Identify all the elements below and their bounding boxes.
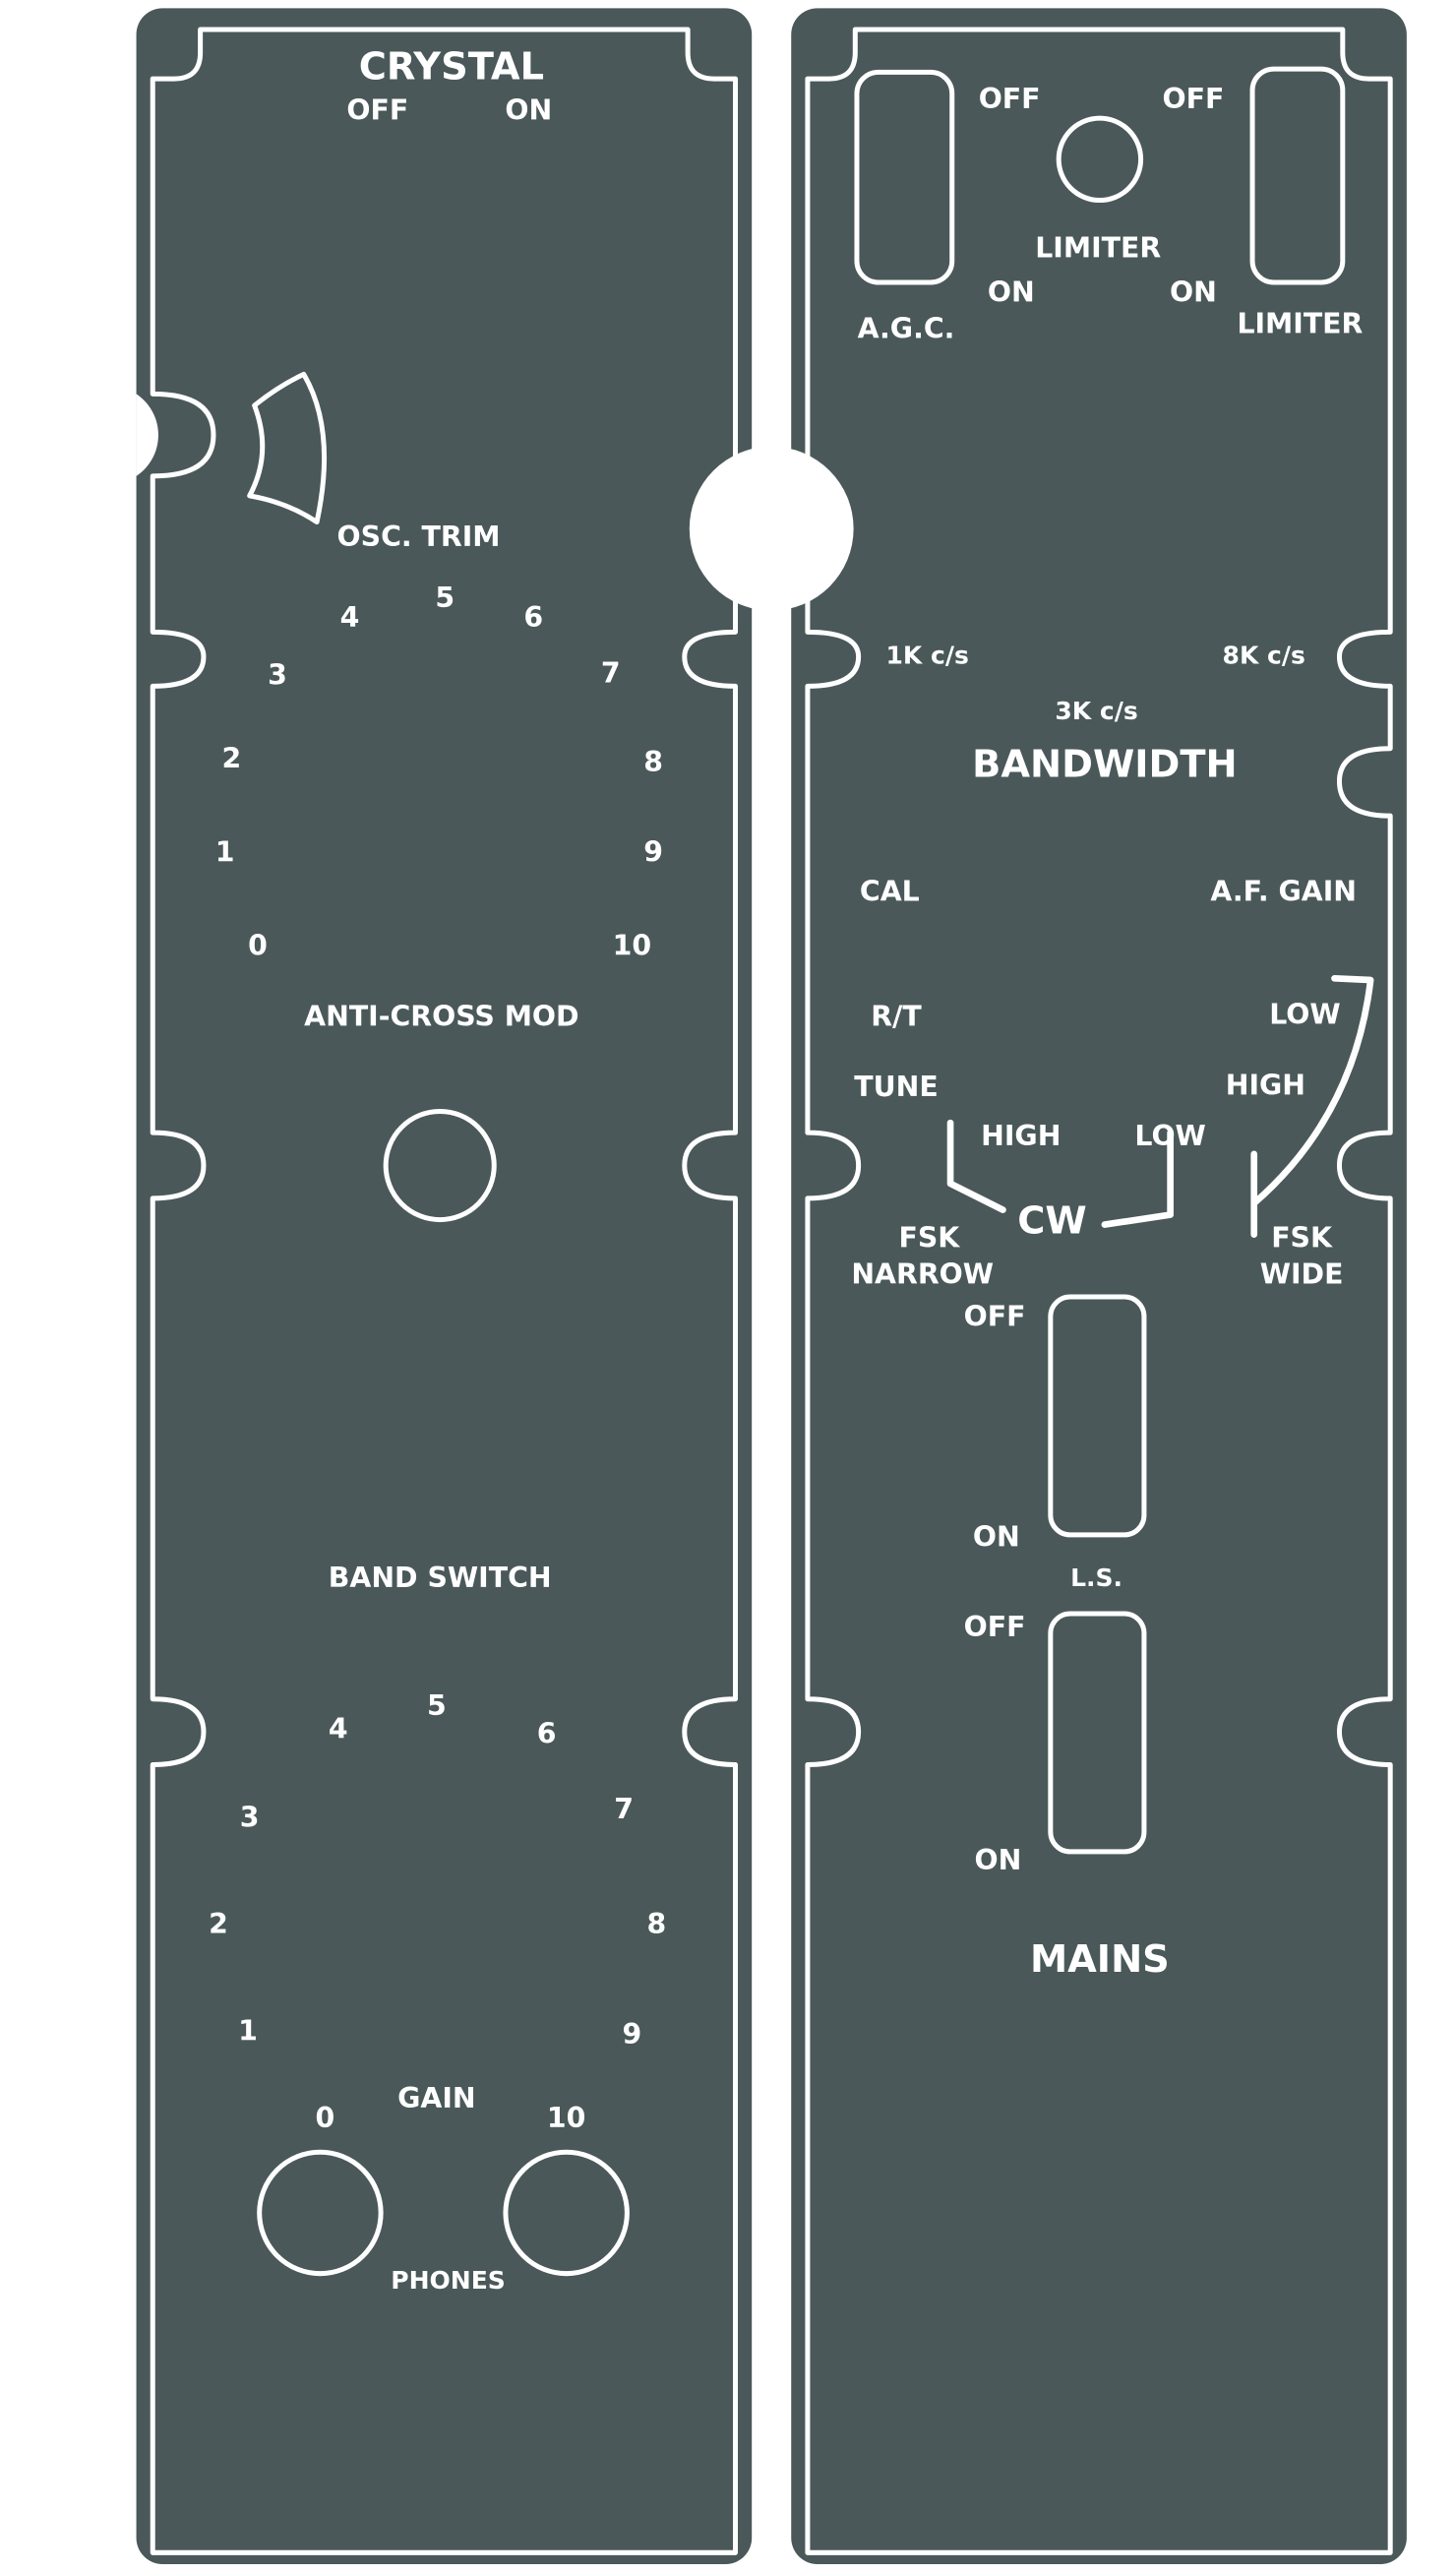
fsk-narrow-label-1: FSK [898, 1222, 960, 1255]
scale-mark: 7 [614, 1793, 634, 1825]
anti-cross-mod-label: ANTI-CROSS MOD [304, 1000, 578, 1032]
mains-switch[interactable] [1048, 1611, 1147, 1855]
limiter-label: LIMITER [1237, 307, 1363, 339]
ls-off-label: OFF [964, 1301, 1026, 1333]
mode-rt-label: R/T [871, 1000, 922, 1032]
limiter-off-label: OFF [1163, 83, 1225, 115]
scale-mark: 8 [647, 1908, 667, 1940]
agc-label: A.G.C. [858, 312, 955, 344]
gain-label: GAIN [397, 2082, 476, 2114]
gain-min-label: 0 [316, 2102, 335, 2134]
agc-switch[interactable] [854, 69, 955, 285]
anti-cross-mod-knob[interactable] [383, 1108, 497, 1223]
cw-high-bracket [946, 1119, 1006, 1213]
right-panel: A.G.C. OFF ON LIMITER OFF ON LIMITER 1K … [689, 8, 1407, 2564]
phones-label: PHONES [391, 2266, 506, 2295]
scale-mark: 10 [613, 930, 651, 962]
band-switch-label: BAND SWITCH [329, 1562, 552, 1594]
scale-mark: 5 [427, 1689, 447, 1722]
fsk-wide-bracket [1250, 975, 1374, 1238]
scale-mark: 6 [537, 1717, 557, 1749]
left-panel: CRYSTAL OFF ON OSC. TRIM 0 1 2 3 4 5 6 7… [136, 8, 753, 2564]
scale-mark: 8 [643, 746, 663, 778]
scale-mark: 7 [601, 657, 621, 690]
limiter-knob[interactable] [1056, 115, 1144, 204]
agc-on-label: ON [988, 276, 1035, 309]
scale-mark: 9 [623, 2018, 642, 2051]
mains-on-label: ON [975, 1844, 1022, 1876]
cw-low-bracket [1101, 1129, 1174, 1228]
phones-jack-left[interactable] [257, 2149, 384, 2277]
fsk-wide-label-1: FSK [1271, 1222, 1333, 1255]
scale-mark: 1 [215, 836, 235, 869]
fsk-narrow-label-2: NARROW [851, 1257, 994, 1290]
osc-trim-label: OSC. TRIM [337, 521, 501, 553]
scale-mark: 2 [221, 742, 241, 774]
mains-off-label: OFF [964, 1611, 1026, 1643]
af-gain-label: A.F. GAIN [1210, 876, 1357, 908]
scale-mark: 1 [238, 2014, 258, 2047]
scale-mark: 4 [340, 601, 360, 634]
limiter-switch[interactable] [1249, 66, 1346, 285]
bandwidth-label: BANDWIDTH [972, 743, 1238, 787]
osc-trim-scale-arc[interactable] [247, 371, 328, 525]
scale-mark: 9 [643, 836, 663, 869]
mode-tune-label: TUNE [854, 1071, 938, 1103]
scale-mark: 5 [435, 582, 455, 614]
crystal-on-label: ON [505, 93, 552, 126]
mounting-cutout [689, 446, 854, 611]
mains-label: MAINS [1030, 1937, 1170, 1982]
mode-cal-label: CAL [860, 876, 920, 908]
ls-label: L.S. [1070, 1563, 1122, 1592]
crystal-off-label: OFF [346, 93, 408, 126]
cw-high-label: HIGH [981, 1120, 1061, 1152]
scale-mark: 6 [523, 601, 543, 634]
agc-off-label: OFF [979, 83, 1041, 115]
bandwidth-1k-label: 1K c/s [886, 641, 969, 669]
af-low-label: LOW [1269, 999, 1340, 1031]
mode-cw-label: CW [1017, 1198, 1086, 1243]
fsk-wide-label-2: WIDE [1260, 1257, 1344, 1290]
scale-mark: 2 [209, 1908, 228, 1940]
phones-jack-right[interactable] [503, 2149, 630, 2277]
limiter-on-label: ON [1170, 276, 1217, 309]
bandwidth-3k-label: 3K c/s [1055, 697, 1137, 725]
scale-mark: 3 [240, 1802, 260, 1834]
gain-max-label: 10 [547, 2102, 585, 2134]
ls-on-label: ON [973, 1520, 1020, 1553]
scale-mark: 0 [248, 930, 268, 962]
scale-mark: 3 [268, 658, 287, 691]
bandwidth-8k-label: 8K c/s [1223, 641, 1305, 669]
scale-mark: 4 [329, 1712, 348, 1745]
limiter-knob-label: LIMITER [1035, 232, 1161, 265]
anti-cross-mod-scale: 0 1 2 3 4 5 6 7 8 9 10 [215, 582, 663, 962]
crystal-title: CRYSTAL [359, 45, 544, 90]
ls-switch[interactable] [1048, 1294, 1147, 1538]
band-switch-scale: 1 2 3 4 5 6 7 8 9 [209, 1689, 666, 2051]
af-high-label: HIGH [1226, 1069, 1305, 1101]
